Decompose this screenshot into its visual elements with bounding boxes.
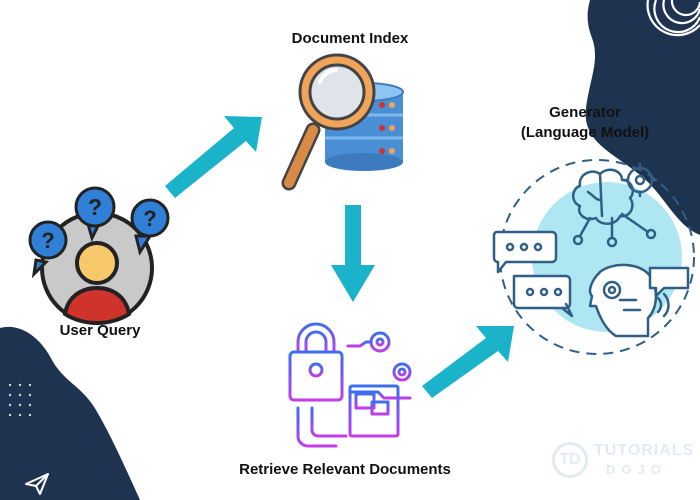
watermark-word-dojo: DOJO [606,462,667,477]
generator-sublabel: (Language Model) [520,124,650,141]
generator-label: Generator [549,104,621,121]
svg-text:?: ? [143,206,156,231]
top-right-blob [585,0,700,235]
question-bubble-center: ? [74,186,116,243]
user-query-label: User Query [59,322,141,339]
document-index-label: Document Index [291,30,409,47]
watermark-logo-icon: TD [552,442,588,478]
svg-text:?: ? [88,194,102,220]
arrow-index-to-retrieve [331,205,375,302]
magnifier-icon [281,53,376,191]
question-bubble-right: ? [130,198,170,256]
paper-plane-icon [25,473,49,495]
tutorials-dojo-watermark: TD TUTORIALS DOJO [546,438,696,488]
lock-document-icon [288,322,412,448]
magnifier-database-icon [281,53,404,191]
svg-text:?: ? [41,228,54,253]
user-query-icon: ? ? ? [28,186,170,326]
brain-robot-icon [492,159,695,355]
arrow-user-to-index [165,116,262,198]
arrow-retrieve-to-generator [422,326,514,398]
retrieve-documents-label: Retrieve Relevant Documents [239,461,451,478]
question-bubble-left: ? [28,220,68,279]
watermark-word-tutorials: TUTORIALS [594,442,695,459]
bottom-left-blob [0,326,140,500]
